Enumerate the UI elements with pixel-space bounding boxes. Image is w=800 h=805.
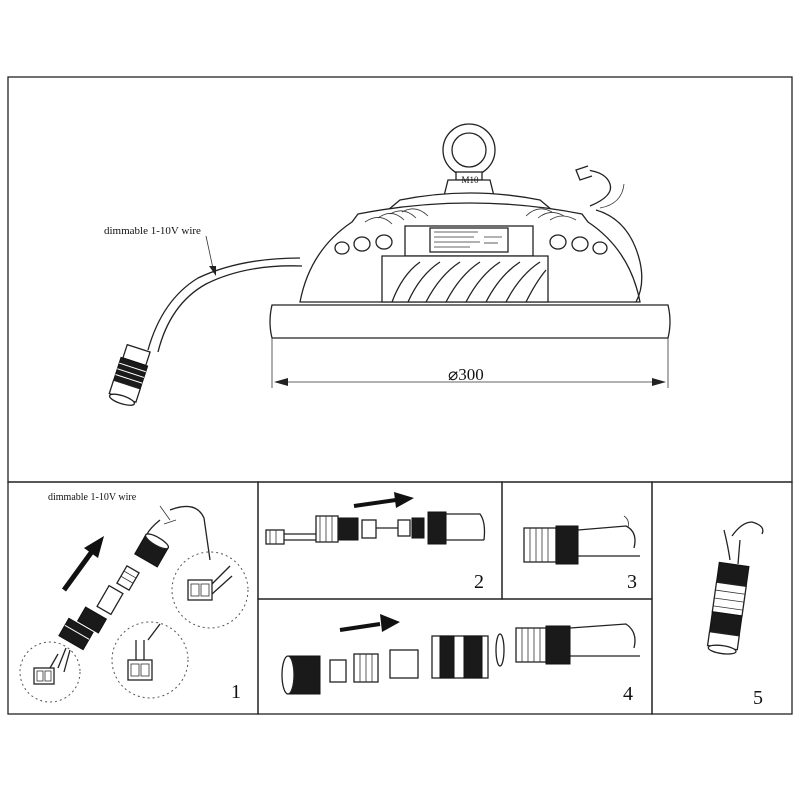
step1-number: 1 — [231, 681, 241, 703]
step3-drawing — [523, 515, 640, 565]
eyebolt-ring-inner — [451, 132, 487, 168]
heatsink-spiral-fins — [391, 261, 547, 303]
step2-drawing — [265, 492, 486, 545]
dome-fins — [364, 208, 577, 225]
step4-drawing — [281, 614, 640, 695]
lens-ring — [269, 304, 671, 339]
step4-number: 4 — [623, 683, 633, 705]
nameplate-text-lines — [434, 231, 502, 248]
power-cable-1 — [585, 169, 612, 207]
step3-number: 3 — [627, 571, 637, 593]
dimming-wire-b — [157, 265, 303, 353]
main-wire-label: dimmable 1-10V wire — [104, 225, 201, 237]
dimming-connector — [108, 343, 151, 406]
power-cable-2 — [595, 209, 643, 303]
step1-drawing — [19, 505, 249, 703]
step2-number: 2 — [474, 571, 484, 593]
dim-arrow-left — [274, 378, 288, 386]
dimming-wire-a — [147, 257, 301, 351]
dome-vent-holes — [334, 234, 608, 255]
step1-wire-label: dimmable 1-10V wire — [48, 492, 137, 503]
power-cable-tip — [575, 165, 593, 181]
dim-arrow-right — [652, 378, 666, 386]
step5-number: 5 — [753, 687, 763, 709]
diameter-label: ⌀300 — [448, 365, 484, 384]
heatsink-window — [381, 255, 549, 303]
step5-frame — [651, 481, 793, 715]
step5-drawing — [706, 521, 764, 655]
luminaire-drawing — [108, 123, 671, 406]
panel-frames — [7, 76, 793, 715]
eyebolt-label: M10 — [461, 175, 479, 185]
